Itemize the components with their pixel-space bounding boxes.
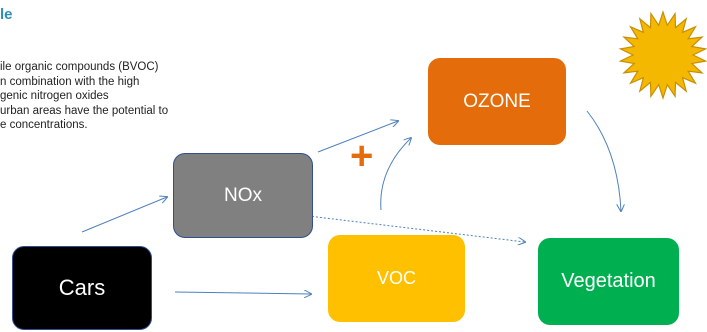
arrow-nox-to-vegetation — [299, 214, 525, 242]
node-voc: VOC — [328, 235, 465, 322]
sun-icon — [618, 10, 707, 100]
body-line: e concentrations. — [0, 119, 88, 132]
body-text: ile organic compounds (BVOC) n combinati… — [0, 60, 168, 133]
arrow-ozone-to-vegetation — [586, 110, 621, 211]
body-line: urban areas have the potential to — [0, 104, 169, 117]
arrow-cars-to-nox — [81, 197, 167, 233]
node-vegetation: Vegetation — [538, 238, 679, 325]
arrow-cars-to-voc — [174, 292, 311, 294]
body-line: ile organic compounds (BVOC) — [0, 61, 159, 73]
node-ozone: OZONE — [428, 58, 566, 145]
body-line: genic nitrogen oxides — [0, 90, 109, 103]
arrow-voc-to-ozone — [380, 138, 411, 211]
node-cars: Cars — [12, 246, 152, 330]
body-line: n combination with the high — [0, 75, 140, 88]
arrow-nox-to-ozone — [317, 121, 398, 153]
slide-title: le — [0, 6, 13, 23]
node-nox: NOx — [173, 153, 313, 238]
plus-sign: + — [350, 134, 374, 178]
